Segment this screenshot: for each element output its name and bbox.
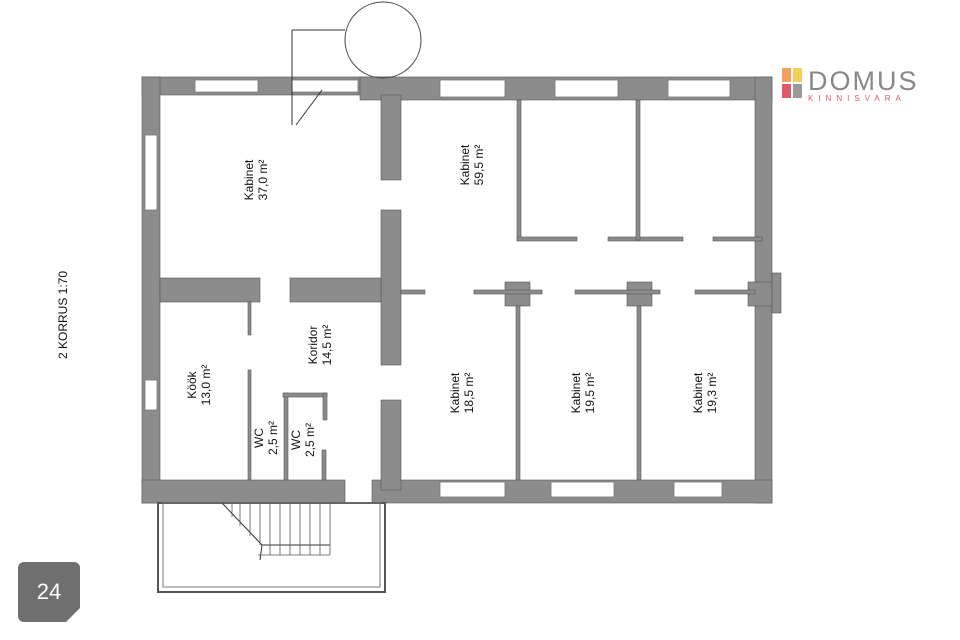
room-name: Kabinet bbox=[569, 372, 583, 414]
room-area: 37,0 m² bbox=[256, 159, 270, 201]
room-area: 19,3 m² bbox=[705, 372, 719, 414]
room-area: 2,5 m² bbox=[303, 422, 317, 458]
logo-sub-text: KINNISVARA bbox=[808, 94, 906, 103]
logo-mark-icon bbox=[782, 68, 802, 98]
room-name: Kabinet bbox=[691, 372, 705, 414]
stair-steps bbox=[231, 503, 331, 556]
room-name: WC bbox=[289, 430, 303, 451]
room-name: Kabinet bbox=[458, 144, 472, 186]
room-name: Köök bbox=[185, 371, 199, 399]
page-number-badge: 24 bbox=[18, 562, 80, 622]
room-area: 59,5 m² bbox=[472, 144, 486, 186]
floor-scale-label: 2 KORRUS 1:70 bbox=[56, 270, 70, 360]
walls bbox=[141, 76, 782, 504]
room-area: 18,5 m² bbox=[462, 372, 476, 414]
room-name: Kabinet bbox=[448, 372, 462, 414]
stairs bbox=[157, 1, 422, 593]
domus-logo: DOMUS KINNISVARA bbox=[782, 68, 919, 104]
logo-main-text: DOMUS bbox=[808, 66, 919, 96]
room-area: 13,0 m² bbox=[199, 364, 213, 406]
room-area: 2,5 m² bbox=[266, 420, 280, 456]
page-number: 24 bbox=[36, 579, 62, 604]
room-name: Kabinet bbox=[242, 159, 256, 201]
room-name: Koridor bbox=[306, 325, 320, 365]
room-name: WC bbox=[252, 428, 266, 449]
room-area: 19,5 m² bbox=[583, 372, 597, 414]
room-area: 14,5 m² bbox=[320, 324, 334, 366]
